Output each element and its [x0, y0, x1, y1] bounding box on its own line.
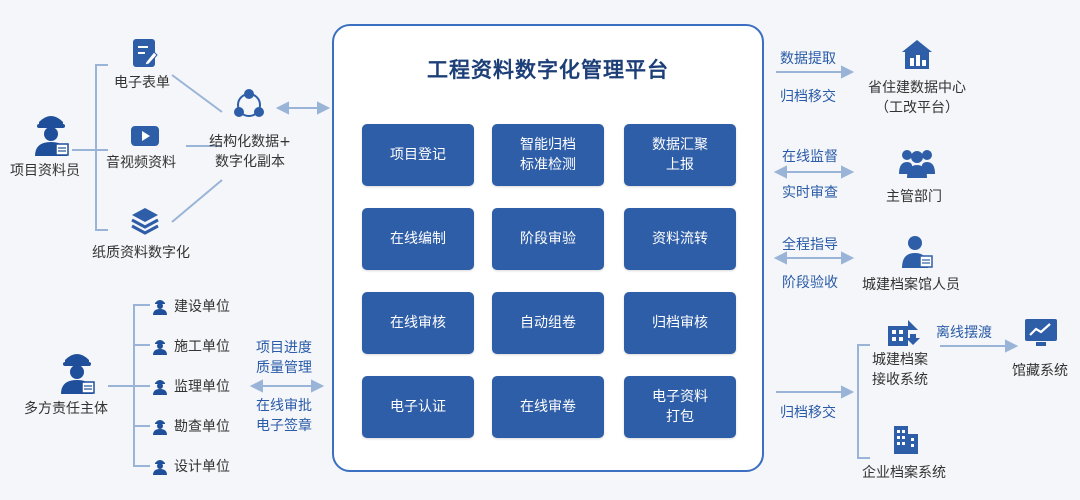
responsible-parties-icon	[61, 354, 95, 394]
platform-panel: 工程资料数字化管理平台 项目登记智能归档 标准检测数据汇聚 上报在线编制阶段审验…	[332, 24, 764, 472]
module-r2-c1[interactable]: 在线编制	[362, 208, 474, 270]
module-r2-c2[interactable]: 阶段审验	[492, 208, 604, 270]
structured-data-label: 结构化数据+ 数字化副本	[209, 134, 291, 170]
module-r4-c1[interactable]: 电子认证	[362, 376, 474, 438]
worker-icon	[153, 460, 167, 475]
archivist-label: 城建档案馆人员	[862, 277, 960, 293]
archivist-icon	[902, 236, 933, 268]
data-center-icon	[902, 40, 932, 69]
enterprise-building-icon	[894, 426, 918, 454]
authority-label: 主管部门	[886, 189, 942, 205]
worker-icon	[153, 340, 167, 355]
project-clerk-label: 项目资料员	[10, 163, 80, 179]
source-paper-digitization: 纸质资料数字化	[92, 245, 190, 261]
worker-icon	[153, 420, 167, 435]
module-r3-c1[interactable]: 在线审核	[362, 292, 474, 354]
archive-transfer-label: 归档移交	[780, 405, 836, 421]
department-group-icon	[899, 150, 935, 178]
module-r1-c2[interactable]: 智能归档 标准检测	[492, 124, 604, 186]
source-video: 音视频资料	[106, 155, 176, 171]
receive-system-icon	[888, 320, 920, 346]
module-r3-c3[interactable]: 归档审核	[624, 292, 736, 354]
module-r4-c2[interactable]: 在线审卷	[492, 376, 604, 438]
flow2-top-label: 在线监督	[782, 149, 838, 165]
collection-system-label: 馆藏系统	[1012, 363, 1068, 379]
flow2-bottom-label: 实时审查	[782, 185, 838, 201]
platform-title: 工程资料数字化管理平台	[427, 58, 669, 82]
module-r2-c3[interactable]: 资料流转	[624, 208, 736, 270]
network-icon	[234, 89, 264, 117]
module-r4-c3[interactable]: 电子资料 打包	[624, 376, 736, 438]
module-r3-c2[interactable]: 自动组卷	[492, 292, 604, 354]
enterprise-archive-label: 企业档案系统	[862, 465, 946, 481]
progress-quality-label: 项目进度 质量管理	[256, 340, 312, 376]
worker-icon	[153, 380, 167, 395]
module-r1-c1[interactable]: 项目登记	[362, 124, 474, 186]
unit-label: 设计单位	[174, 459, 230, 475]
unit-label: 勘查单位	[174, 419, 230, 435]
layers-icon	[131, 208, 159, 235]
unit-label: 监理单位	[174, 379, 230, 395]
responsible-parties-label: 多方责任主体	[24, 401, 108, 417]
offline-transfer-label: 离线摆渡	[936, 325, 992, 341]
monitor-chart-icon	[1025, 319, 1057, 346]
module-r1-c3[interactable]: 数据汇聚 上报	[624, 124, 736, 186]
flow3-bottom-label: 阶段验收	[782, 275, 838, 291]
flow1-bottom-label: 归档移交	[780, 89, 836, 105]
e-form-icon	[133, 39, 158, 67]
unit-label: 建设单位	[174, 299, 230, 315]
project-clerk-icon	[35, 116, 69, 156]
video-icon	[131, 126, 159, 146]
worker-icon	[153, 300, 167, 315]
approval-signature-label: 在线审批 电子签章	[256, 398, 312, 434]
flow1-top-label: 数据提取	[780, 51, 836, 67]
flow3-top-label: 全程指导	[782, 237, 838, 253]
archive-receive-system-label: 城建档案 接收系统	[872, 352, 928, 388]
source-e-form: 电子表单	[114, 75, 170, 91]
provincial-data-center-label: 省住建数据中心 （工改平台）	[868, 80, 966, 116]
unit-label: 施工单位	[174, 339, 230, 355]
